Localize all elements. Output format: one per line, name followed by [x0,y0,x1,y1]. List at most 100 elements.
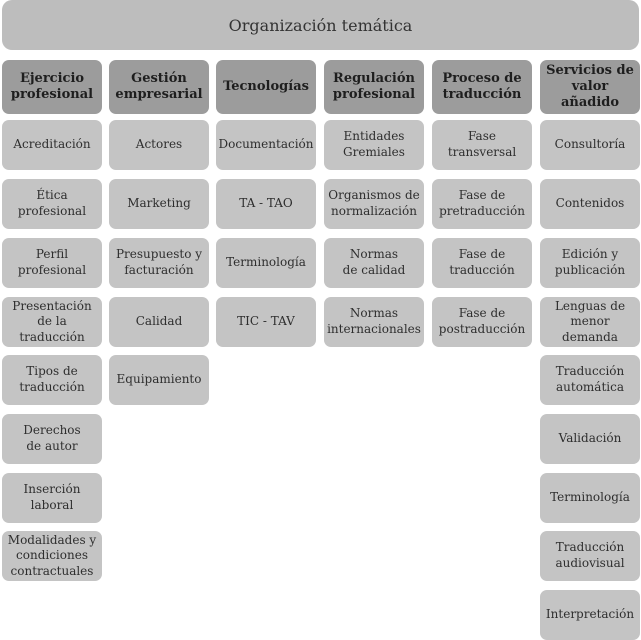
header-line: Servicios de [546,62,634,78]
topic-line: profesional [17,263,87,277]
topic-line: Traducción [555,364,625,379]
topic-line: Perfil [35,247,69,262]
topic-line: Terminología [550,490,630,505]
topic-box: Calidad [109,297,209,347]
topic-line: profesional [17,204,87,218]
topic-line: Equipamiento [116,372,202,387]
topic-line: Terminología [226,255,306,270]
header-line: profesional [10,87,94,102]
header-line: Regulación [333,70,415,86]
topic-line: menor demanda [562,314,618,344]
header-line: Tecnologías [223,78,309,94]
header-line: Gestión [131,70,187,86]
topic-box: Terminología [216,238,316,288]
topic-line: de calidad [342,263,406,277]
topic-line: de la traducción [19,314,85,344]
topic-line: Inserción [23,482,81,497]
topic-line: laboral [30,498,74,512]
topic-line: Fase [468,129,496,144]
topic-line: de autor [26,439,78,453]
diagram-title: Organización temática [2,0,639,50]
topic-box: Interpretación [540,590,640,640]
header-line: Ejercicio [19,70,85,86]
topic-line: Interpretación [545,607,635,622]
topic-box: TIC - TAV [216,297,316,347]
topic-line: Validación [558,431,622,446]
topic-box: Documentación [216,120,316,170]
topic-line: Normas [349,247,399,262]
topic-line: Documentación [218,137,314,152]
topic-line: Fase de [458,306,506,321]
topic-line: Marketing [127,196,191,211]
topic-line: Edición y [561,247,619,262]
topic-line: Normas [349,306,399,321]
topic-box: Actores [109,120,209,170]
topic-line: facturación [124,263,194,277]
topic-line: Contenidos [555,196,625,211]
header-line: valor añadido [560,78,620,111]
topic-line: Fase de [458,247,506,262]
topic-line: Fase de [458,188,506,203]
topic-box: Terminología [540,473,640,523]
topic-line: Consultoría [554,137,626,152]
topic-box: Equipamiento [109,355,209,405]
topic-line: Tipos de [26,364,78,379]
topic-box: Consultoría [540,120,640,170]
topic-line: Organismos de [328,188,420,203]
topic-line: postraducción [438,322,526,336]
topic-line: Traducción [555,540,625,555]
header-line: empresarial [115,87,203,102]
topic-line: Lenguas de [554,298,626,313]
topic-line: TIC - TAV [237,314,295,329]
topic-box: TA - TAO [216,179,316,229]
topic-line: traducción [449,263,515,277]
topic-line: Presentación [12,298,92,313]
header-line: traducción [442,87,522,102]
topic-line: automática [555,380,624,394]
topic-line: Entidades [343,129,405,144]
topic-box: Marketing [109,179,209,229]
topic-line: Calidad [135,314,183,329]
topic-line: Gremiales [343,145,405,159]
header-line: Proceso de [442,70,522,86]
topic-box: Contenidos [540,179,640,229]
topic-line: Actores [135,137,183,152]
column-header: Tecnologías [216,60,316,114]
topic-line: pretraducción [439,204,525,218]
topic-line: Presupuesto y [115,247,203,262]
topic-line: contractuales [10,563,94,578]
topic-line: Ética [36,188,68,203]
topic-line: TA - TAO [239,196,293,211]
topic-line: condiciones [16,548,88,563]
topic-line: Acreditación [13,137,91,152]
topic-box: Acreditación [2,120,102,170]
